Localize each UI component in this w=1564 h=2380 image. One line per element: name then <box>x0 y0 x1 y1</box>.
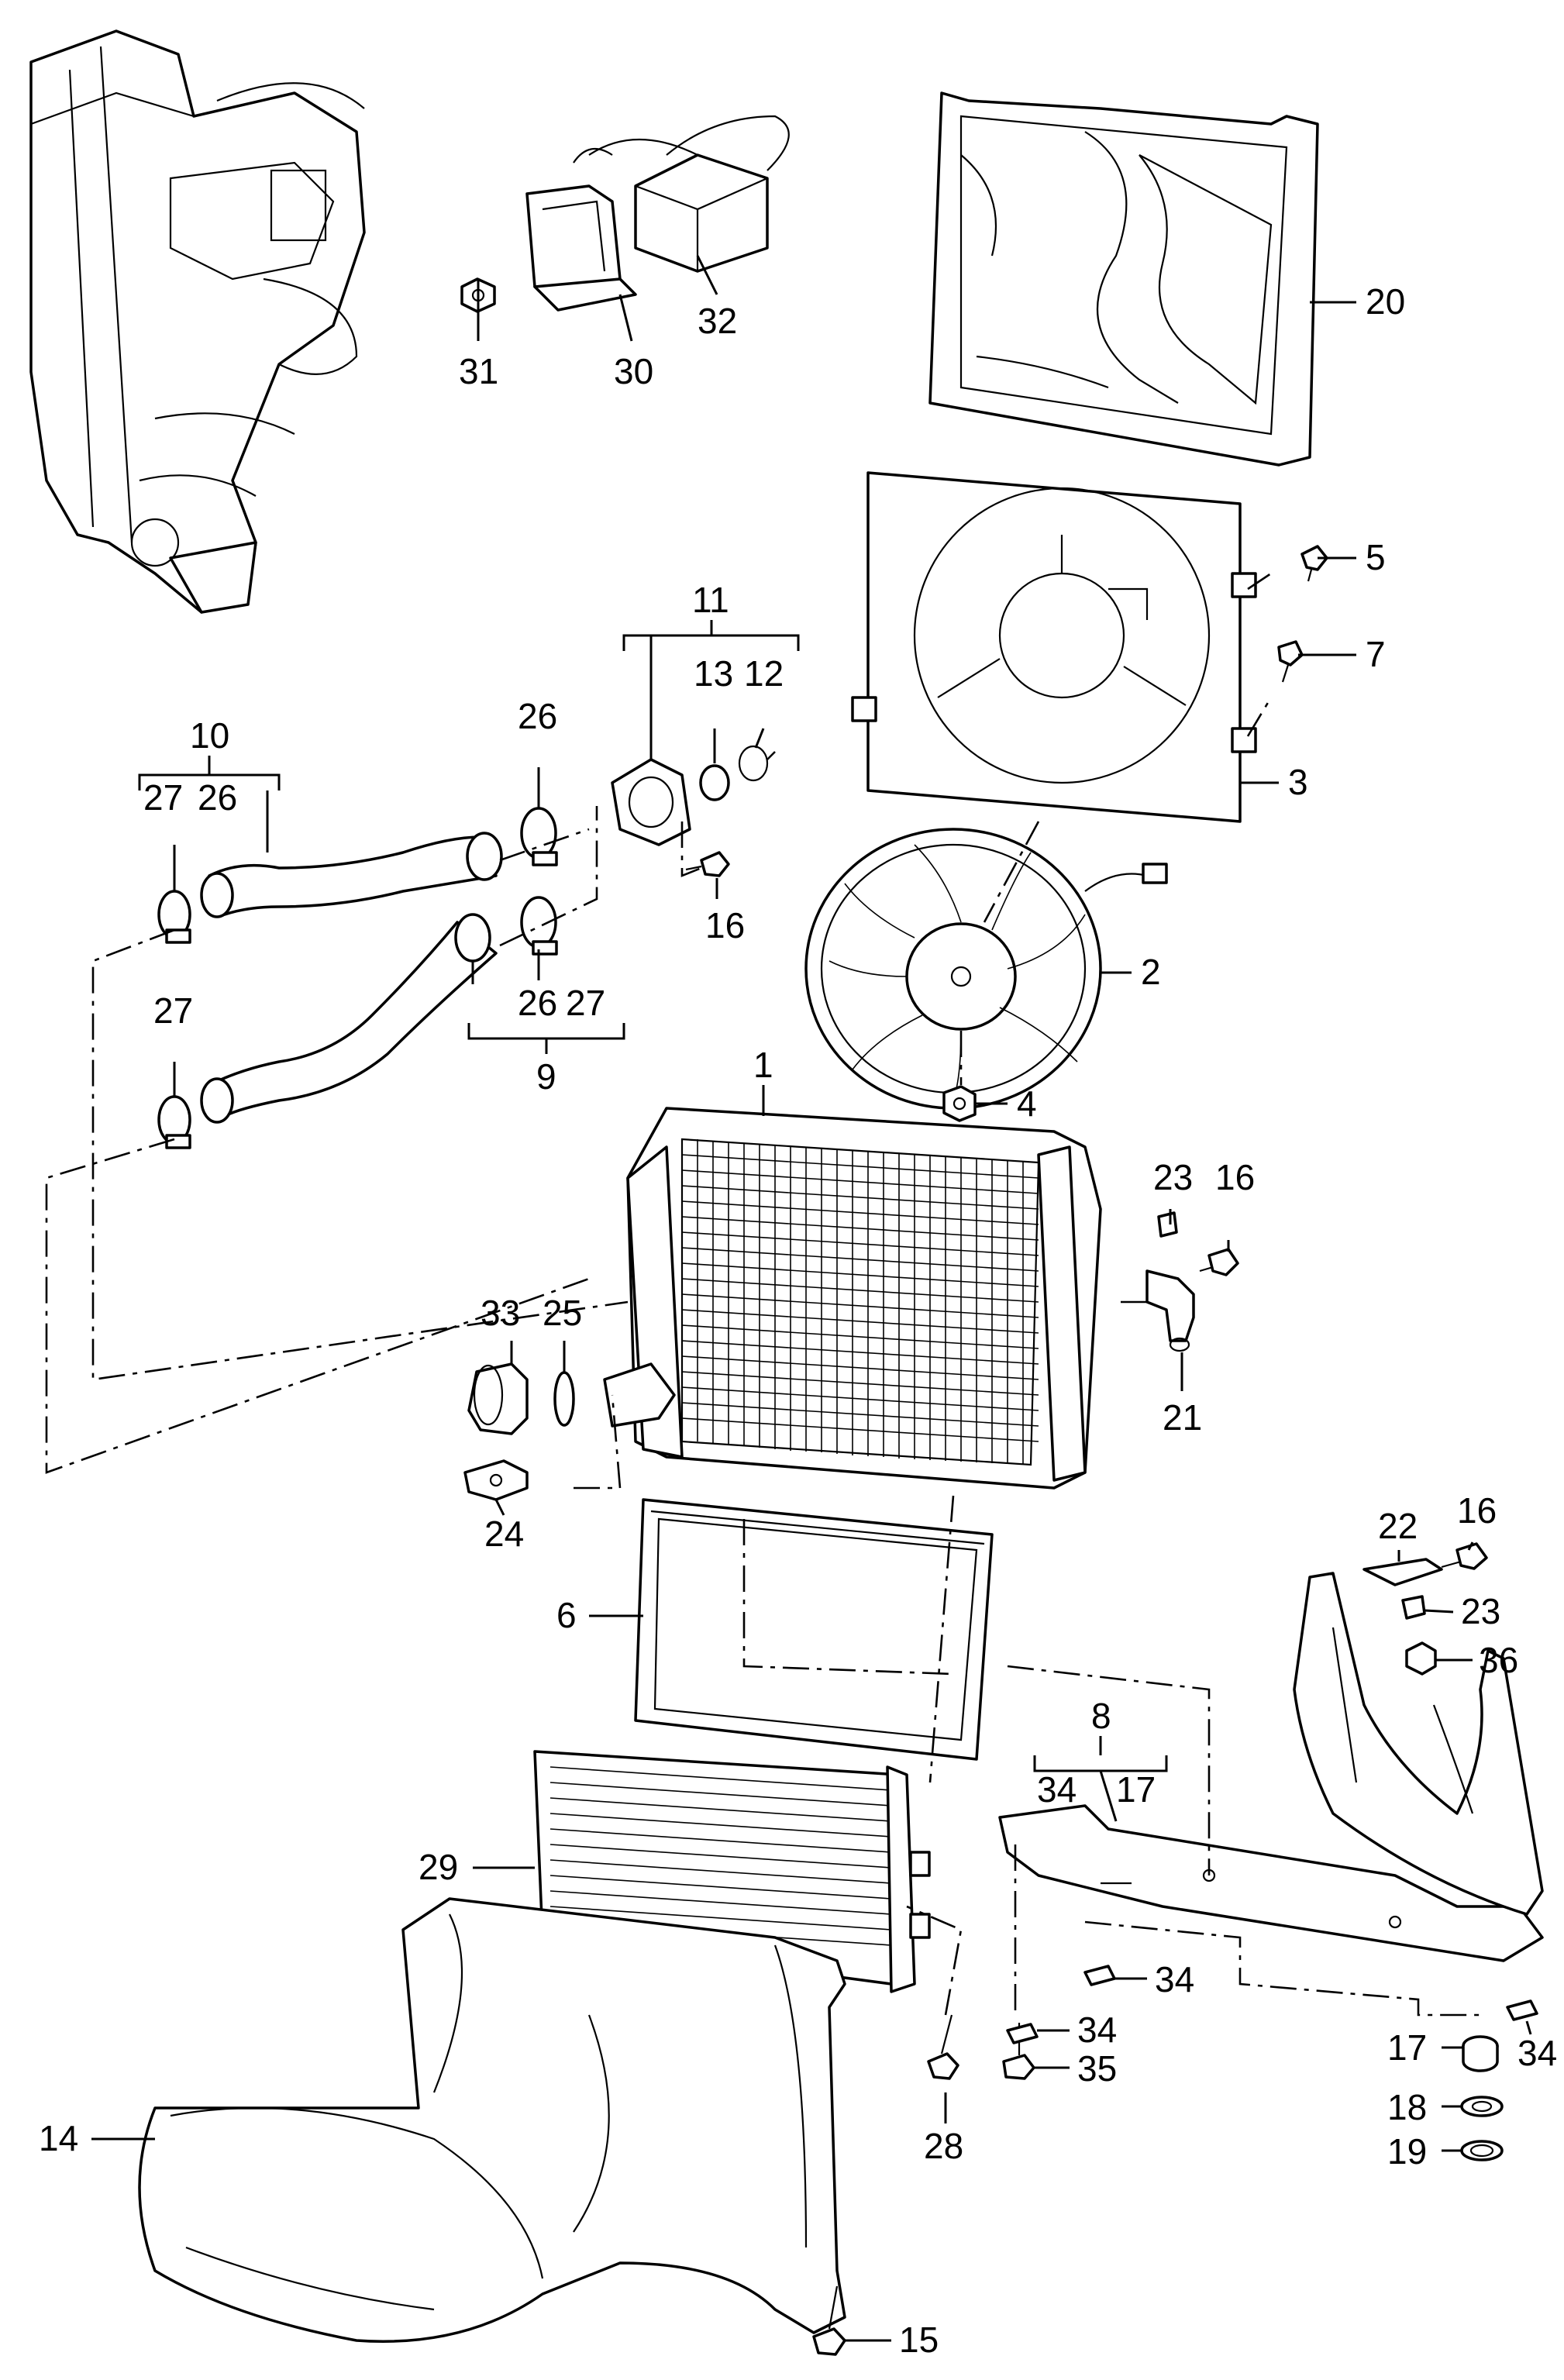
nut-36 <box>1405 1641 1437 1676</box>
callout-19: 19 <box>1387 2131 1427 2172</box>
callout-16-lower: 16 <box>1457 1490 1497 1531</box>
side-bracket <box>1293 1572 1544 1916</box>
callout-27-top: 27 <box>143 777 183 818</box>
callout-23-lower: 23 <box>1461 1591 1500 1631</box>
screw-7 <box>1277 640 1304 683</box>
circlip-12 <box>738 745 769 782</box>
callout-1: 1 <box>753 1045 773 1085</box>
washer-18 <box>1460 2096 1504 2117</box>
callout-16-flange: 16 <box>705 905 745 945</box>
callout-2: 2 <box>1141 952 1161 992</box>
screw-15 <box>812 2285 846 2356</box>
callout-25: 25 <box>543 1293 582 1333</box>
callout-3: 3 <box>1288 762 1308 802</box>
callout-12: 12 <box>744 653 784 694</box>
callout-24: 24 <box>484 1514 524 1554</box>
callout-15: 15 <box>899 2320 939 2360</box>
callout-28: 28 <box>924 2126 963 2166</box>
screw-16-upper <box>1199 1248 1239 1276</box>
callout-34-group8: 34 <box>1037 1769 1077 1810</box>
callout-27-group9: 27 <box>566 983 605 1023</box>
washer-19 <box>1460 2140 1504 2161</box>
bracket-21 <box>1145 1269 1195 1352</box>
clamp-26-lower <box>520 896 558 956</box>
callout-35: 35 <box>1077 2048 1117 2089</box>
callout-36: 36 <box>1479 1640 1518 1680</box>
callout-18: 18 <box>1387 2087 1427 2127</box>
callout-4: 4 <box>1017 1083 1037 1124</box>
callout-22: 22 <box>1378 1506 1418 1546</box>
clip-23-upper <box>1157 1211 1178 1238</box>
clamp-26-upper <box>520 807 558 866</box>
callout-31: 31 <box>459 351 498 391</box>
clip-23-lower <box>1401 1595 1426 1620</box>
screw-16-lower <box>1441 1542 1488 1570</box>
callout-34-mid: 34 <box>1155 1959 1194 1999</box>
air-duct-14 <box>138 1897 846 2343</box>
callout-34-left: 34 <box>1077 2010 1117 2050</box>
hose-9 <box>200 913 498 1124</box>
control-unit-32 <box>573 115 790 273</box>
callout-13: 13 <box>694 653 733 694</box>
frame-6 <box>634 1498 994 1761</box>
callout-5: 5 <box>1366 537 1386 577</box>
bracket-30 <box>525 184 637 312</box>
callout-labels: 20 5 7 3 2 4 1 31 30 32 11 13 12 26 16 1… <box>39 281 1557 2360</box>
assembly-lines <box>45 751 1480 2017</box>
callout-11: 11 <box>692 580 729 620</box>
fan-shroud-20 <box>928 91 1319 467</box>
callout-7: 7 <box>1366 634 1386 674</box>
screw-28 <box>927 2014 959 2080</box>
callout-21: 21 <box>1163 1397 1202 1438</box>
callout-16-upper: 16 <box>1215 1157 1255 1197</box>
callout-30: 30 <box>614 351 653 391</box>
cap-33 <box>467 1362 529 1435</box>
rubber-mount-17 <box>1462 2035 1499 2072</box>
callout-9: 9 <box>536 1056 556 1097</box>
fan-2 <box>804 828 1168 1110</box>
radiator-1 <box>603 1107 1102 1490</box>
callout-6: 6 <box>556 1595 577 1635</box>
callout-26-group10: 26 <box>198 777 237 818</box>
callout-14: 14 <box>39 2118 78 2158</box>
callout-29: 29 <box>419 1847 458 1887</box>
seal-25 <box>553 1371 575 1427</box>
callout-17: 17 <box>1387 2027 1427 2068</box>
seal-13 <box>699 764 730 801</box>
radiator-module-assembly <box>29 29 366 614</box>
callout-34-right: 34 <box>1517 2033 1557 2073</box>
screw-16-flange <box>685 851 730 877</box>
callout-10: 10 <box>190 715 229 756</box>
callout-27-lower: 27 <box>153 990 193 1031</box>
clip-34-set <box>1006 1965 1538 2044</box>
callout-8: 8 <box>1091 1696 1111 1736</box>
fan-frame-3 <box>851 471 1273 823</box>
callout-26-top: 26 <box>518 696 557 736</box>
callout-26-group9: 26 <box>518 983 557 1023</box>
nut-4 <box>942 1085 977 1122</box>
callout-20: 20 <box>1366 281 1405 322</box>
callout-33: 33 <box>481 1293 520 1333</box>
clip-24 <box>463 1459 529 1501</box>
carrier-8 <box>998 1804 1544 1962</box>
hose-10 <box>200 832 503 918</box>
callout-32: 32 <box>698 301 737 341</box>
flange-11 <box>611 758 691 846</box>
bracket-22 <box>1362 1558 1443 1586</box>
callout-17-group8: 17 <box>1116 1769 1156 1810</box>
leader-lines <box>91 255 1532 2342</box>
callout-23-upper: 23 <box>1153 1157 1193 1197</box>
screw-5 <box>1300 545 1328 582</box>
